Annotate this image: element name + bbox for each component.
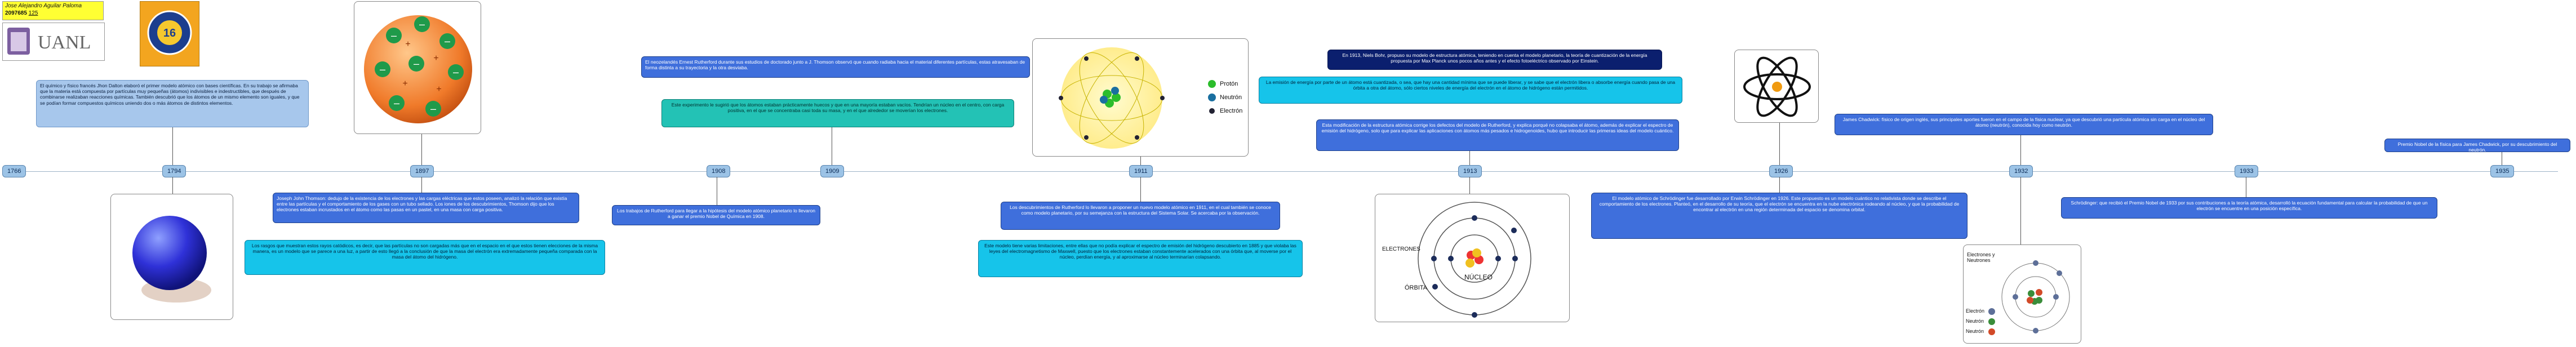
event-rutherford-1908: Los trabajos de Rutherford para llegar a… xyxy=(612,205,820,225)
uanl-logo: UANL xyxy=(2,23,105,61)
event-rutherford-experiment: Este experimento le sugirió que los átom… xyxy=(661,99,1014,127)
label-electron-2: Electrón xyxy=(1966,308,1985,314)
svg-text:–: – xyxy=(391,30,397,41)
event-schrodinger: El modelo atómico de Schrödinger fue des… xyxy=(1591,193,1967,239)
svg-text:–: – xyxy=(380,64,385,75)
connector-1926-up xyxy=(1779,123,1780,165)
connector-1911-up xyxy=(1140,157,1141,165)
fcfm-logo: 16 xyxy=(140,1,199,66)
event-bohr-emission: La emisión de energía por parte de un át… xyxy=(1259,77,1682,104)
author-tag: Jose Alejandro Aguilar Paloma 2097685 12… xyxy=(2,1,104,20)
svg-text:–: – xyxy=(445,35,450,47)
event-rutherford-model: Este modelo tiene varias limitaciones, e… xyxy=(978,240,1303,277)
svg-text:–: – xyxy=(419,19,425,30)
year-1897: 1897 xyxy=(410,165,434,177)
year-1766: 1766 xyxy=(2,165,26,177)
connector-1897-up xyxy=(421,134,422,165)
label-neutron-2: Neutrón xyxy=(1966,318,1984,324)
connector-1794-down xyxy=(172,177,173,194)
year-1911: 1911 xyxy=(1129,165,1153,177)
svg-text:+: + xyxy=(405,39,410,49)
timeline-axis xyxy=(6,171,2558,172)
event-thomson: Joseph John Thomson: dedujo de la existe… xyxy=(273,193,579,223)
label-orbita: ÓRBITA xyxy=(1405,284,1428,291)
connector-1926-down xyxy=(1779,177,1780,193)
university-name: UANL xyxy=(38,32,91,53)
label-electrones: ELECTRONES xyxy=(1382,246,1420,252)
atom-symbol-image xyxy=(1734,50,1819,123)
event-bohr: En 1913, Niels Bohr, propuso su modelo d… xyxy=(1327,50,1662,70)
connector-1932-down xyxy=(2020,177,2021,244)
event-chadwick: James Chadwick: físico de origen inglés,… xyxy=(1835,114,2213,135)
label-nucleo-top: Electrones y Neutrones xyxy=(1967,252,1995,263)
year-1933: 1933 xyxy=(2235,165,2259,177)
year-1909: 1909 xyxy=(820,165,845,177)
bohr-atom-image: ELECTRONES NÚCLEO ÓRBITA xyxy=(1375,194,1570,322)
svg-text:+: + xyxy=(402,79,407,88)
dalton-sphere-image xyxy=(110,194,233,320)
year-1908: 1908 xyxy=(707,165,731,177)
legend-proton: Protón xyxy=(1220,81,1238,87)
year-1794: 1794 xyxy=(162,165,186,177)
event-thomson-2: Los rasgos que muestran estos rayos cató… xyxy=(245,240,605,275)
connector-1932-up xyxy=(2020,135,2021,165)
connector-1913-down xyxy=(1469,177,1470,194)
event-nobel-1935: Premio Nobel de la física para James Cha… xyxy=(2384,139,2570,153)
student-id: 2097685 xyxy=(5,10,27,16)
svg-text:–: – xyxy=(414,58,419,69)
neutron-atom-image: Electrones y Neutrones Electrón Neutrón … xyxy=(1963,244,2081,344)
event-rutherford-intro: El neozelandés Ernest Rutherford durante… xyxy=(641,56,1030,78)
year-1913: 1913 xyxy=(1458,165,1482,177)
svg-text:–: – xyxy=(430,103,436,114)
svg-text:+: + xyxy=(433,54,438,63)
event-bohr-structure: Esta modificación de la estructura atómi… xyxy=(1316,119,1679,151)
year-1926: 1926 xyxy=(1769,165,1793,177)
label-proton-2: Neutrón xyxy=(1966,328,1984,334)
group-number: 125 xyxy=(28,10,38,16)
author-name: Jose Alejandro Aguilar Paloma xyxy=(5,3,82,9)
year-1932: 1932 xyxy=(2009,165,2033,177)
connector-1897-down xyxy=(421,177,422,193)
connector-1911-down xyxy=(1140,177,1141,202)
svg-text:–: – xyxy=(453,66,459,78)
legend-neutron: Neutrón xyxy=(1220,94,1242,101)
event-dalton: El químico y físico francés Jhon Dalton … xyxy=(36,80,309,127)
svg-text:16: 16 xyxy=(163,27,176,39)
svg-text:–: – xyxy=(394,97,399,109)
svg-text:+: + xyxy=(436,84,441,94)
legend-electron: Electrón xyxy=(1220,108,1243,114)
thomson-model-image: – – – – – – – – + + + + xyxy=(354,1,481,134)
year-1935: 1935 xyxy=(2490,165,2515,177)
rutherford-atom-image: Protón Neutrón Electrón xyxy=(1032,38,1249,157)
event-schrodinger-1933: Schrödinger: que recibió el Premio Nobel… xyxy=(2061,197,2437,219)
connector-1794-up xyxy=(172,127,173,165)
label-nucleo: NÚCLEO xyxy=(1464,273,1493,281)
connector-1913-up xyxy=(1469,151,1470,165)
event-rutherford-1911: Los descubrimientos de Rutherford lo lle… xyxy=(1001,202,1280,230)
